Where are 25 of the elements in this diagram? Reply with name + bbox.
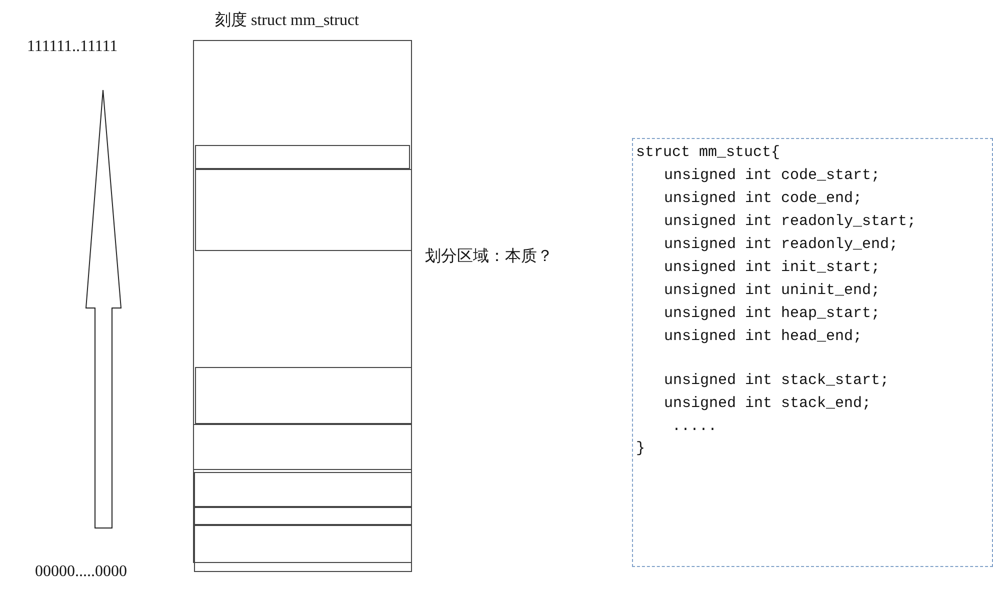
code-line: ..... xyxy=(672,418,718,436)
memory-region-box xyxy=(194,525,412,572)
code-frame xyxy=(632,138,993,567)
annotation-text: 划分区域：本质？ xyxy=(425,246,553,267)
code-line: unsigned int readonly_start; xyxy=(664,213,916,231)
memory-region-box xyxy=(195,169,412,251)
memory-region-box xyxy=(195,145,410,169)
code-line: unsigned int heap_start; xyxy=(664,305,880,323)
code-line: unsigned int uninit_end; xyxy=(664,282,880,300)
memory-region-box xyxy=(195,367,412,424)
top-address-label: 111111..11111 xyxy=(27,38,118,56)
bottom-address-label: 00000.....0000 xyxy=(35,563,127,581)
memory-region-box xyxy=(194,507,412,525)
memory-region-box xyxy=(194,472,412,507)
code-line: unsigned int code_end; xyxy=(664,190,862,208)
code-line: unsigned int head_end; xyxy=(664,328,862,346)
code-line: unsigned int readonly_end; xyxy=(664,236,898,254)
code-line: unsigned int stack_end; xyxy=(664,395,872,413)
code-line: unsigned int code_start; xyxy=(664,167,880,185)
code-line: struct mm_stuct{ xyxy=(636,144,780,162)
code-line: } xyxy=(636,440,646,458)
code-line: unsigned int init_start; xyxy=(664,259,880,277)
column-heading: 刻度 struct mm_struct xyxy=(215,10,359,31)
memory-region-box xyxy=(193,424,412,470)
code-line: unsigned int stack_start; xyxy=(664,372,890,390)
